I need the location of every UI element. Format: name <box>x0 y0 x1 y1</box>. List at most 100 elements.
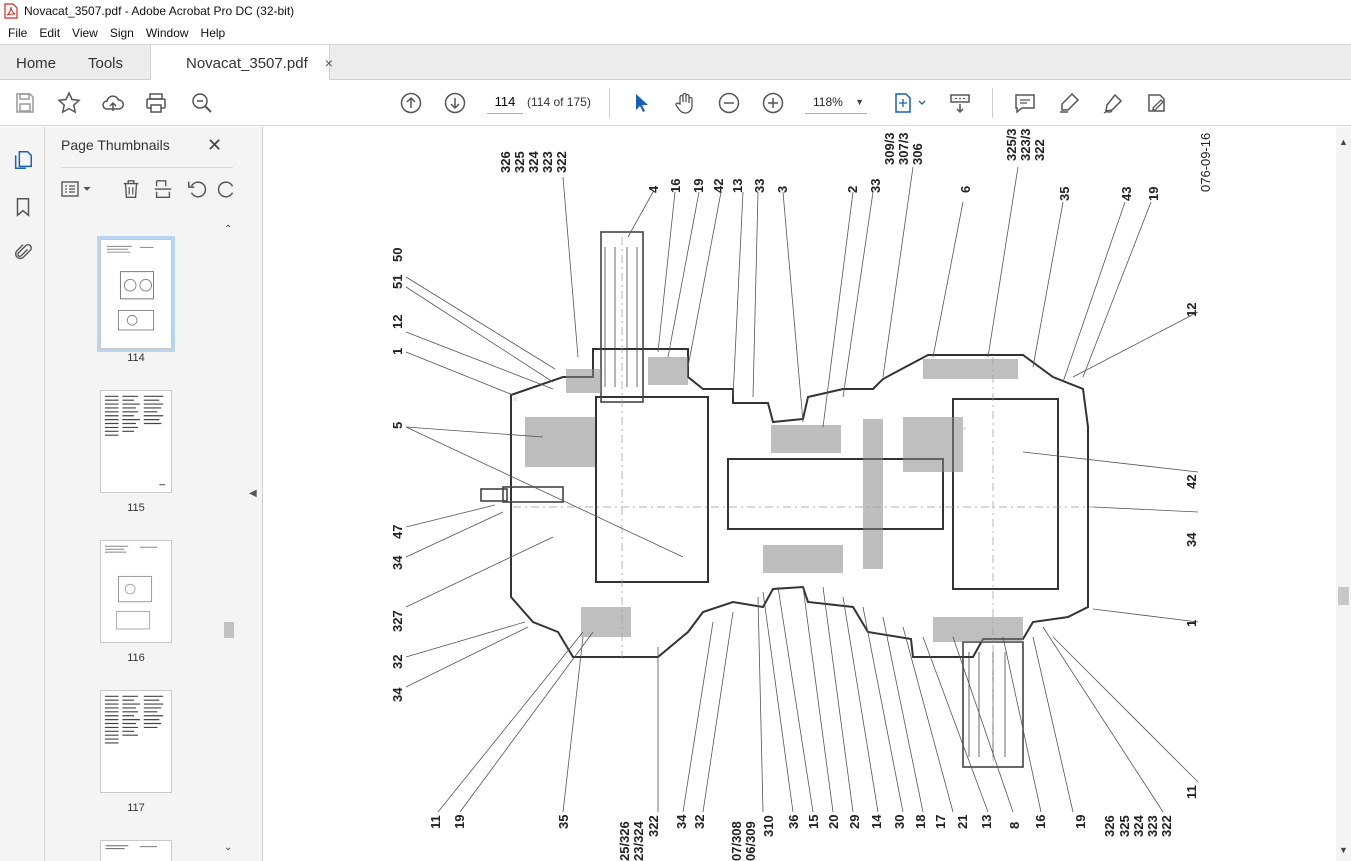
zoom-in-icon[interactable] <box>760 90 786 116</box>
callout-label: 19 <box>1073 815 1088 829</box>
callout-label: 50 <box>390 248 405 262</box>
page-thumbnails-icon[interactable] <box>10 147 36 173</box>
chevron-up-icon[interactable]: ⌃ <box>224 224 233 235</box>
callout-label: 307/3 <box>896 132 911 165</box>
callout-label: 15 <box>806 815 821 829</box>
highlight-icon[interactable] <box>1056 90 1082 116</box>
sign-icon[interactable] <box>1100 90 1126 116</box>
scrollbar-thumb[interactable] <box>1338 587 1349 605</box>
comment-icon[interactable] <box>1012 90 1038 116</box>
scrollbar-thumb[interactable] <box>224 622 234 638</box>
bookmarks-icon[interactable] <box>10 194 36 220</box>
fill-sign-icon[interactable] <box>1144 90 1170 116</box>
rotate-left-icon[interactable] <box>185 177 209 201</box>
rotate-right-icon[interactable] <box>215 177 239 201</box>
drawing-code: 076-09-16 <box>1198 133 1213 192</box>
hand-icon[interactable] <box>672 90 698 116</box>
callout-label: 12 <box>1184 303 1199 317</box>
thumbnail-page[interactable] <box>100 840 172 861</box>
callout-label: 25/326 <box>617 821 632 861</box>
fit-page-icon[interactable] <box>892 90 928 116</box>
thumbnail-scrollbar[interactable]: ⌃ ⌄ <box>222 222 236 856</box>
window-titlebar: Novacat_3507.pdf - Adobe Acrobat Pro DC … <box>0 0 1351 22</box>
callout-label: 42 <box>711 179 726 193</box>
thumbnail-preview <box>101 240 171 348</box>
callout-label: 13 <box>730 179 745 193</box>
panel-divider <box>61 167 233 168</box>
callout-label: 1 <box>390 348 405 355</box>
thumbnail-page[interactable] <box>100 390 172 493</box>
callout-label: 13 <box>979 815 994 829</box>
find-icon[interactable] <box>189 90 215 116</box>
page-down-icon[interactable] <box>442 90 468 116</box>
attachments-icon[interactable] <box>10 240 36 266</box>
thumbnail-preview <box>104 395 166 486</box>
page-number-input[interactable] <box>487 90 523 114</box>
callout-label: 43 <box>1119 187 1134 201</box>
tab-bar: Home Tools Novacat_3507.pdf × <box>0 44 1351 81</box>
zoom-out-icon[interactable] <box>716 90 742 116</box>
window-title: Novacat_3507.pdf - Adobe Acrobat Pro DC … <box>24 4 295 18</box>
tab-tools[interactable]: Tools <box>88 54 124 72</box>
extract-pages-icon[interactable] <box>151 177 175 201</box>
gearbox-exploded-drawing: 326 325 324 323 322 4 16 19 42 13 33 3 2… <box>390 128 1213 861</box>
menu-window[interactable]: Window <box>145 26 189 40</box>
bookmark-star-icon[interactable] <box>56 90 82 116</box>
callout-label: 322 <box>1159 815 1174 837</box>
callout-label: 1 <box>1184 620 1199 627</box>
tab-home[interactable]: Home <box>16 54 57 72</box>
callout-label: 42 <box>1184 475 1199 489</box>
chevron-down-icon[interactable]: ⌄ <box>224 842 233 853</box>
callout-label: 323 <box>1145 815 1160 837</box>
callout-label: 33 <box>868 179 883 193</box>
thumbnail-page[interactable] <box>97 236 175 352</box>
thumbnail-label: 114 <box>127 352 145 364</box>
left-navigation-rail <box>0 127 45 861</box>
menu-view[interactable]: View <box>72 26 98 40</box>
thumbnail-options-icon[interactable] <box>59 177 95 201</box>
menu-bar: File Edit View Sign Window Help <box>0 22 1351 44</box>
menu-sign[interactable]: Sign <box>109 26 134 40</box>
menu-edit[interactable]: Edit <box>39 26 61 40</box>
callout-label: 33 <box>752 179 767 193</box>
select-arrow-icon[interactable] <box>628 90 654 116</box>
tab-document[interactable]: Novacat_3507.pdf × <box>150 45 333 81</box>
menu-help[interactable]: Help <box>200 26 226 40</box>
thumbnail-list: 114 115 116 <box>45 227 235 861</box>
callout-label: 23/324 <box>631 820 646 861</box>
callout-label: 35 <box>1057 187 1072 201</box>
toolbar-divider <box>609 88 610 118</box>
document-view[interactable]: 326 325 324 323 322 4 16 19 42 13 33 3 2… <box>263 127 1336 861</box>
zoom-select[interactable]: 118% ▼ <box>805 90 867 114</box>
print-icon[interactable] <box>143 90 169 116</box>
thumbnail-page[interactable] <box>100 690 172 793</box>
close-icon[interactable]: ✕ <box>207 135 223 155</box>
callout-label: 310 <box>761 815 776 837</box>
callout-label: 19 <box>691 179 706 193</box>
chevron-down-icon: ▼ <box>855 96 864 107</box>
callout-label: 34 <box>390 687 405 702</box>
upload-icon[interactable] <box>100 90 126 116</box>
callout-label: 34 <box>674 814 689 829</box>
callout-label: 8 <box>1007 822 1022 829</box>
callout-label: 32 <box>692 815 707 829</box>
callout-label: 5 <box>390 422 405 429</box>
callout-label: 323/3 <box>1018 128 1033 161</box>
thumbnail-label: 117 <box>127 802 145 814</box>
document-scrollbar[interactable]: ▲ ▼ <box>1336 127 1351 861</box>
close-tab-icon[interactable]: × <box>324 55 333 71</box>
delete-icon[interactable] <box>119 177 143 201</box>
callout-label: 2 <box>845 186 860 193</box>
page-up-icon[interactable] <box>398 90 424 116</box>
callout-label: 324 <box>1131 815 1146 837</box>
chevron-up-icon[interactable]: ▲ <box>1339 137 1348 147</box>
callout-label: 19 <box>1146 187 1161 201</box>
scroll-mode-icon[interactable] <box>947 90 973 116</box>
chevron-down-icon[interactable]: ▼ <box>1339 845 1348 855</box>
menu-file[interactable]: File <box>8 26 28 40</box>
collapse-panel-icon[interactable]: ◀ <box>249 488 257 499</box>
zoom-value: 118% <box>813 94 843 109</box>
thumbnail-page[interactable] <box>100 540 172 643</box>
thumbnail-preview <box>104 695 164 744</box>
save-icon[interactable] <box>12 90 38 116</box>
